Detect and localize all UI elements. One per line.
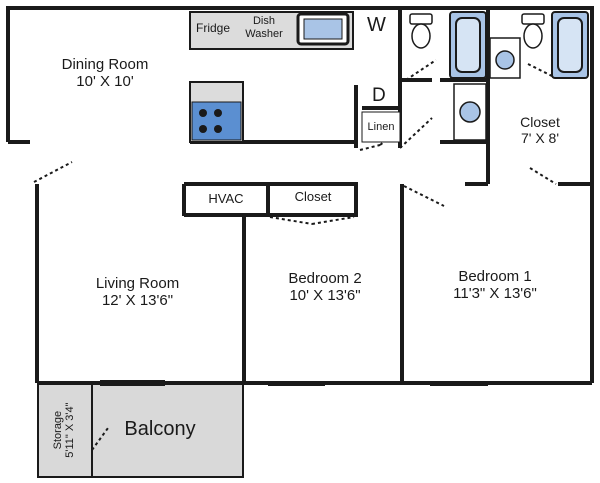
- windows: [100, 380, 488, 386]
- sink-2: [489, 37, 521, 79]
- exterior-walls: [6, 6, 594, 385]
- linen-label: Linen: [367, 121, 395, 133]
- dishwasher-line-2: Washer: [245, 27, 283, 40]
- dining-room-name: Dining Room: [61, 56, 149, 73]
- bedroom-1-size: 11'3" X 13'6": [453, 285, 537, 303]
- balcony-label: Balcony: [124, 418, 196, 440]
- sink-basin: [303, 18, 343, 40]
- washer-label: W: [367, 14, 386, 36]
- dining-room-label: Dining Room 10' X 10': [40, 56, 170, 91]
- bedroom-2-name: Bedroom 2: [288, 270, 362, 287]
- closet-bath-name: Closet: [520, 114, 560, 130]
- tub-1: [449, 11, 487, 79]
- bedroom-2-size: 10' X 13'6": [289, 287, 361, 305]
- hall-closet-label: Closet: [294, 189, 332, 204]
- interior-walls: [8, 8, 592, 383]
- hvac-label: HVAC: [208, 191, 244, 206]
- linen-closet: [361, 111, 401, 143]
- living-room-label: Living Room 12' X 13'6": [70, 275, 205, 310]
- dishwasher-label: Dish Washer: [244, 15, 284, 40]
- dryer-label: D: [372, 85, 386, 106]
- storage-label: Storage 5'11" X 3'4": [52, 384, 76, 476]
- sink-1: [453, 83, 487, 141]
- closet-bath-label: Closet 7' X 8': [500, 114, 580, 146]
- living-room-size: 12' X 13'6": [101, 292, 174, 310]
- bedroom-1-label: Bedroom 1 11'3" X 13'6": [425, 268, 565, 303]
- storage-name: Storage: [51, 410, 64, 450]
- dining-room-size: 10' X 10': [76, 73, 134, 91]
- stove-top: [191, 101, 242, 141]
- closet-bath-size: 7' X 8': [520, 130, 560, 147]
- tub-2: [551, 11, 589, 79]
- dishwasher-line-1: Dish: [252, 15, 275, 27]
- balcony-area: [37, 382, 244, 478]
- bedroom-1-name: Bedroom 1: [458, 268, 532, 285]
- fridge-label: Fridge: [196, 21, 231, 35]
- bedroom-2-label: Bedroom 2 10' X 13'6": [260, 270, 390, 305]
- burners: [199, 109, 222, 133]
- toilet-1: [409, 13, 433, 49]
- storage-size: 5'11" X 3'4": [64, 402, 76, 458]
- living-room-name: Living Room: [95, 275, 180, 292]
- toilet-2: [521, 13, 545, 49]
